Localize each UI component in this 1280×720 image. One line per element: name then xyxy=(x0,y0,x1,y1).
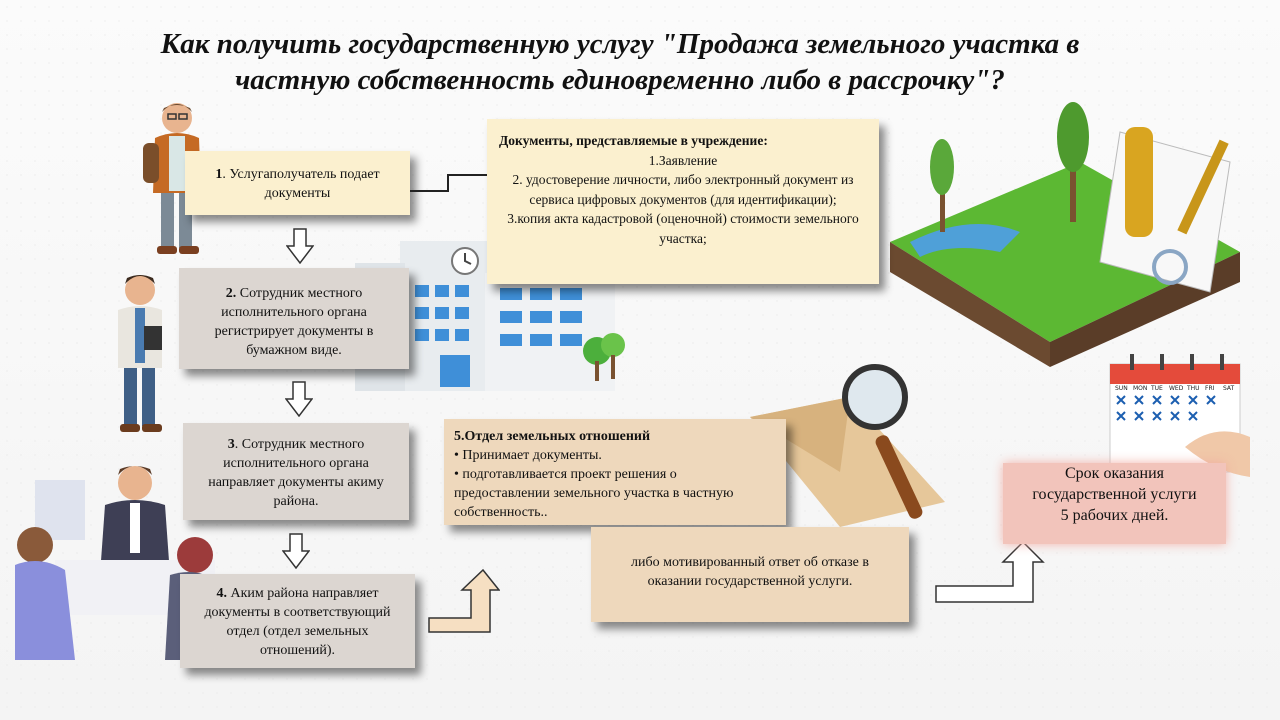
step-5-bullet-2: • подготавливается проект решения о пред… xyxy=(454,467,734,520)
step-1-text: . Услугаполучатель подает документы xyxy=(222,167,380,201)
building-illustration xyxy=(355,241,625,391)
deadline-line-3: 5 рабочих дней. xyxy=(1060,507,1169,524)
step-5-bullet-1: • Принимает документы. xyxy=(454,448,602,463)
page-title: Как получить государственную услугу "Про… xyxy=(60,26,1180,98)
down-arrow-2 xyxy=(285,381,313,417)
step-1-connector xyxy=(410,174,490,192)
step-1-number: 1 xyxy=(215,167,223,182)
bent-arrow-to-deadline xyxy=(935,540,1045,603)
refusal-box: либо мотивированный ответ об отказе в ок… xyxy=(591,527,909,622)
documents-item-1: 1.Заявление xyxy=(648,152,718,168)
calendar-day-thu: THU xyxy=(1186,385,1200,392)
calendar-day-wed: WED xyxy=(1169,385,1184,392)
deadline-box: Срок оказания государственной услуги 5 р… xyxy=(1003,463,1226,544)
calendar-day-tue: TUE xyxy=(1150,385,1163,392)
title-line-2: частную собственность единовременно либо… xyxy=(235,64,1005,96)
step-4-box: 4. Аким района направляет документы в со… xyxy=(180,574,415,668)
refusal-text: либо мотивированный ответ об отказе в ок… xyxy=(630,555,870,589)
step-2-text: Сотрудник местного исполнительного орган… xyxy=(214,286,374,358)
documents-item-2: 2. удостоверение личности, либо электрон… xyxy=(512,172,854,207)
step-2-box: 2. Сотрудник местного исполнительного ор… xyxy=(179,268,409,369)
bent-arrow-step4-to-step5 xyxy=(428,568,500,633)
step-5-box: 5.Отдел земельных отношений • Принимает … xyxy=(444,419,786,525)
step-3-number: 3 xyxy=(227,437,235,452)
calendar-day-mon: MON xyxy=(1133,385,1147,392)
down-arrow-1 xyxy=(286,228,314,264)
step-1-box: 1. Услугаполучатель подает документы xyxy=(185,151,410,215)
land-plot-illustration xyxy=(890,102,1240,367)
down-arrow-3 xyxy=(282,533,310,569)
step-3-box: 3. Сотрудник местного исполнительного ор… xyxy=(183,423,409,520)
calendar-illustration: SUN MON TUE WED THU FRI SAT xyxy=(1109,354,1250,477)
calendar-day-sun: SUN xyxy=(1115,385,1128,392)
calendar-day-fri: FRI xyxy=(1205,385,1215,392)
man-with-tablet-illustration xyxy=(118,275,162,432)
step-4-text: Аким района направляет документы в соотв… xyxy=(204,586,391,658)
step-2-number: 2. xyxy=(225,286,237,301)
meeting-illustration xyxy=(15,466,215,660)
documents-box: Документы, представляемые в учреждение: … xyxy=(487,119,879,284)
documents-heading: Документы, представляемые в учреждение: xyxy=(499,133,768,148)
magnifier-envelope-illustration xyxy=(750,364,945,527)
step-5-heading: 5.Отдел земельных отношений xyxy=(454,429,651,444)
documents-item-3: 3.копия акта кадастровой (оценочной) сто… xyxy=(507,211,859,246)
man-standing-illustration xyxy=(143,103,201,254)
deadline-line-2: государственной услуги xyxy=(1032,486,1197,503)
step-3-text: . Сотрудник местного исполнительного орг… xyxy=(208,437,384,509)
deadline-line-1: Срок оказания xyxy=(1065,465,1164,482)
calendar-day-sat: SAT xyxy=(1223,385,1235,392)
title-line-1: Как получить государственную услугу "Про… xyxy=(160,28,1080,60)
step-4-number: 4. xyxy=(216,586,227,601)
